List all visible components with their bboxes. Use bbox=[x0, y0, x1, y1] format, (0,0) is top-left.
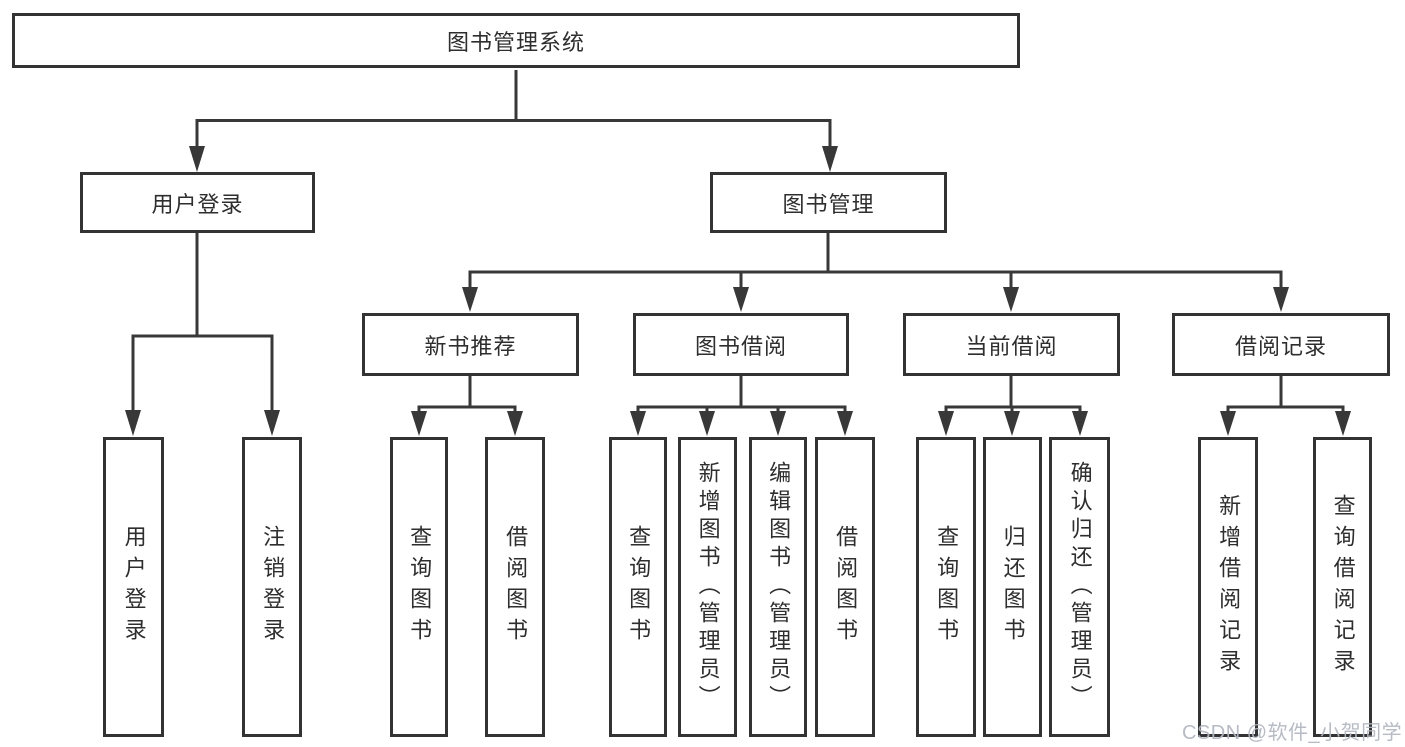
node-current-borrow: 当前借阅 bbox=[903, 313, 1120, 376]
leaf-user-login-label: 用户登录 bbox=[121, 525, 147, 649]
node-new-book-recommend: 新书推荐 bbox=[362, 313, 579, 376]
leaf-query-borrow-record-label: 查询借阅记录 bbox=[1330, 494, 1356, 680]
leaf-return-book: 归还图书 bbox=[983, 437, 1042, 737]
node-new-book-recommend-label: 新书推荐 bbox=[424, 333, 517, 359]
node-user-login-label: 用户登录 bbox=[151, 191, 244, 217]
leaf-borrow-book: 借阅图书 bbox=[815, 437, 875, 737]
leaf-add-book-admin-label: 新增图书（管理员） bbox=[695, 461, 721, 713]
node-borrow-records-label: 借阅记录 bbox=[1234, 333, 1327, 359]
leaf-logout: 注销登录 bbox=[242, 437, 302, 737]
arrowhead-icons bbox=[125, 146, 1351, 436]
leaf-recommend-query-book-label: 查询图书 bbox=[407, 525, 433, 649]
leaf-recommend-query-book: 查询图书 bbox=[390, 437, 448, 737]
leaf-edit-book-admin-label: 编辑图书（管理员） bbox=[766, 461, 792, 713]
node-book-borrow: 图书借阅 bbox=[633, 313, 849, 376]
leaf-borrow-book-label: 借阅图书 bbox=[833, 525, 859, 649]
node-root-system-label: 图书管理系统 bbox=[446, 29, 585, 55]
node-borrow-records: 借阅记录 bbox=[1172, 313, 1390, 376]
leaf-borrow-query-book: 查询图书 bbox=[609, 437, 667, 737]
leaf-confirm-return-admin-label: 确认归还（管理员） bbox=[1067, 461, 1093, 713]
leaf-current-query-book: 查询图书 bbox=[916, 437, 976, 737]
node-book-management-label: 图书管理 bbox=[782, 191, 875, 217]
leaf-return-book-label: 归还图书 bbox=[1000, 525, 1026, 649]
leaf-query-borrow-record: 查询借阅记录 bbox=[1313, 437, 1372, 737]
node-user-login: 用户登录 bbox=[80, 172, 315, 233]
leaf-add-book-admin: 新增图书（管理员） bbox=[678, 437, 737, 737]
leaf-add-borrow-record: 新增借阅记录 bbox=[1198, 437, 1258, 737]
leaf-edit-book-admin: 编辑图书（管理员） bbox=[749, 437, 807, 737]
node-current-borrow-label: 当前借阅 bbox=[965, 333, 1058, 359]
leaf-borrow-query-book-label: 查询图书 bbox=[626, 525, 652, 649]
leaf-confirm-return-admin: 确认归还（管理员） bbox=[1049, 437, 1110, 737]
node-book-management: 图书管理 bbox=[710, 172, 947, 233]
leaf-user-login: 用户登录 bbox=[103, 437, 164, 737]
csdn-watermark: CSDN @软件_小贺同学 bbox=[1182, 722, 1403, 744]
node-book-borrow-label: 图书借阅 bbox=[694, 333, 787, 359]
leaf-recommend-borrow-book: 借阅图书 bbox=[485, 437, 545, 737]
leaf-logout-label: 注销登录 bbox=[260, 525, 286, 649]
leaf-current-query-book-label: 查询图书 bbox=[934, 525, 960, 649]
node-root-system: 图书管理系统 bbox=[12, 13, 1020, 68]
leaf-add-borrow-record-label: 新增借阅记录 bbox=[1216, 494, 1242, 680]
leaf-recommend-borrow-book-label: 借阅图书 bbox=[503, 525, 529, 649]
